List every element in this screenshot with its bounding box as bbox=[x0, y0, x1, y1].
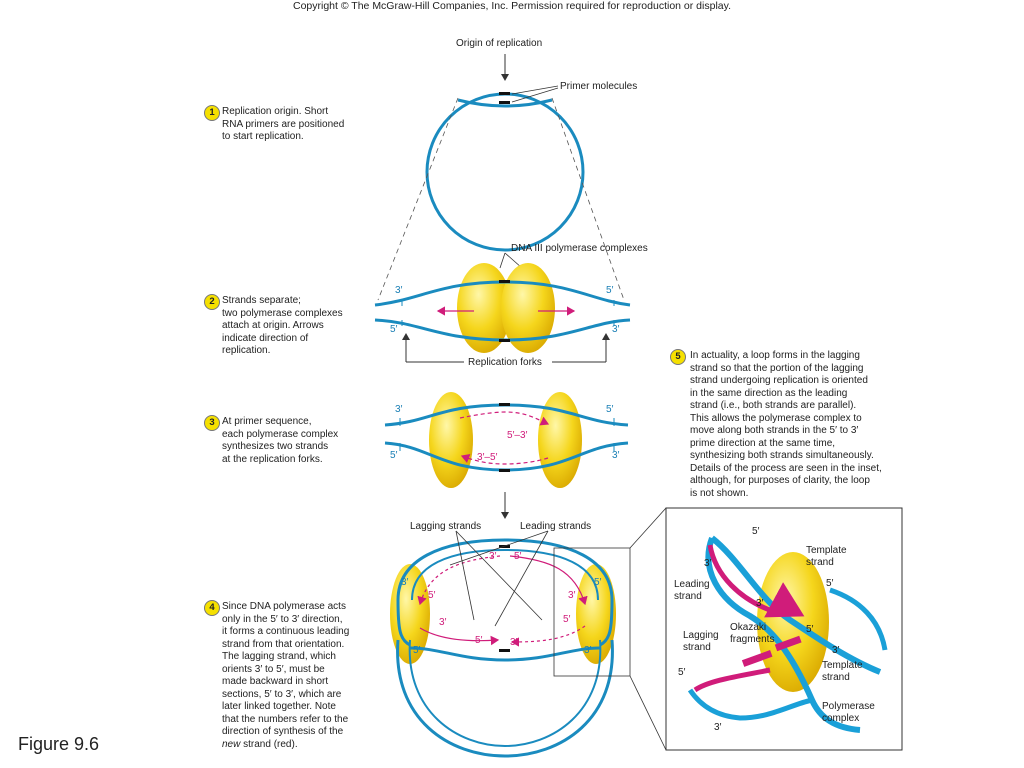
p4-5-mid: 5′ bbox=[475, 635, 483, 646]
p4-3-left: 3′ bbox=[401, 577, 409, 588]
primer-bottom bbox=[499, 101, 510, 104]
end-3-bottom-right-3: 3′ bbox=[612, 450, 620, 461]
dna3-label: DNA III polymerase complexes bbox=[511, 243, 648, 254]
step-1-badge: 1 bbox=[204, 105, 220, 121]
inset-3-right: 3′ bbox=[832, 645, 840, 656]
polymerase-complex-left bbox=[457, 263, 511, 353]
p4-5-right-low: 5′ bbox=[563, 614, 571, 625]
primer-bottom-2 bbox=[499, 339, 510, 342]
outer-top-strand-4 bbox=[396, 538, 614, 601]
origin-bubble-strand bbox=[457, 98, 553, 108]
figure-label: Figure 9.6 bbox=[18, 734, 100, 754]
zoom-line-right bbox=[551, 97, 625, 301]
inset-lagging-new bbox=[693, 667, 771, 693]
lagging-new-left bbox=[417, 555, 501, 606]
primer-bottom-4 bbox=[499, 649, 510, 652]
leading-strands-label: Leading strands bbox=[520, 521, 592, 532]
p4-3-bottom-right: 3′ bbox=[584, 645, 592, 656]
end-5-top-right-3: 5′ bbox=[606, 404, 614, 415]
inset-leading-label: Leading strand bbox=[674, 579, 710, 602]
zoom-line-left bbox=[377, 97, 459, 301]
okazaki-fragment-2 bbox=[774, 635, 802, 652]
inset-synthesis-arrow bbox=[764, 582, 805, 618]
okazaki-fragment-1 bbox=[741, 650, 773, 667]
primer-leader-1 bbox=[511, 85, 559, 95]
p4-3-left-low: 3′ bbox=[439, 617, 447, 628]
end-5-bottom-left-3: 5′ bbox=[390, 450, 398, 461]
primer-top-3 bbox=[499, 403, 510, 406]
dna3-leader-1 bbox=[499, 252, 506, 269]
primer-top bbox=[499, 92, 510, 95]
step-5-badge: 5 bbox=[670, 349, 686, 365]
end-5-top-right-2: 5′ bbox=[606, 285, 614, 296]
primer-leader-2 bbox=[511, 87, 559, 103]
panel-2-separation bbox=[374, 252, 631, 363]
p4-3-right-new: 3′ bbox=[568, 590, 576, 601]
copyright-notice: Copyright © The McGraw-Hill Companies, I… bbox=[292, 0, 732, 12]
new-strand-top-3 bbox=[459, 411, 550, 426]
inset-template-top-label: Template strand bbox=[806, 545, 847, 568]
new-strand-bottom-3 bbox=[460, 454, 549, 465]
outer-bottom-strand-4 bbox=[396, 639, 614, 758]
top-strand-3 bbox=[384, 403, 629, 427]
end-3-top-left-3: 3′ bbox=[395, 404, 403, 415]
inset-template-bottom-label: Template strand bbox=[822, 660, 863, 683]
new-5-3-label: 5′–3′ bbox=[507, 430, 528, 441]
inset-5-right: 5′ bbox=[826, 578, 834, 589]
p4-5-top: 5′ bbox=[514, 551, 522, 562]
replication-forks-label: Replication forks bbox=[466, 357, 544, 368]
primer-molecules-label: Primer molecules bbox=[560, 81, 638, 92]
inner-top-strand-4 bbox=[411, 548, 599, 601]
inset-3-top: 3′ bbox=[704, 558, 712, 569]
leading-new-right bbox=[509, 555, 588, 606]
p4-5-bottom-left: 5′ bbox=[413, 645, 421, 656]
middle-strand-4 bbox=[409, 646, 601, 662]
step-5-text: In actuality, a loop forms in the laggin… bbox=[690, 350, 882, 499]
p4-5-right: 5′ bbox=[594, 577, 602, 588]
leading-new-left bbox=[419, 627, 500, 646]
end-3-bottom-right-2: 3′ bbox=[612, 324, 620, 335]
step-2-badge: 2 bbox=[204, 294, 220, 310]
panel-4-circle bbox=[390, 507, 667, 758]
new-3-5-label: 3′–5′ bbox=[477, 452, 498, 463]
step-2-text: Strands separate; two polymerase complex… bbox=[222, 295, 343, 356]
panel-3-synthesis bbox=[384, 392, 629, 519]
step-4-text: Since DNA polymerase acts only in the 5′… bbox=[222, 601, 350, 750]
lagging-new-right bbox=[510, 625, 586, 647]
step-1-text: Replication origin. Short RNA primers ar… bbox=[222, 106, 345, 142]
end-3-top-left-2: 3′ bbox=[395, 285, 403, 296]
inner-bottom-strand-4 bbox=[408, 639, 602, 748]
step-3-badge: 3 bbox=[204, 415, 220, 431]
inset-lagging-label: Lagging strand bbox=[683, 630, 719, 653]
end-5-bottom-left-2: 5′ bbox=[390, 324, 398, 335]
inset-source-box bbox=[553, 547, 631, 677]
p4-5-left-new: 5′ bbox=[428, 590, 436, 601]
inset-helix-2 bbox=[705, 536, 861, 733]
inset-5-bottom: 5′ bbox=[678, 667, 686, 678]
inset-3-bottom: 3′ bbox=[714, 722, 722, 733]
inset-helix-1 bbox=[710, 535, 882, 675]
panel-1-plasmid bbox=[377, 54, 625, 301]
inset-detail bbox=[665, 507, 903, 751]
inset-polymerase-label: Polymerase complex bbox=[822, 701, 875, 724]
lagging-strands-label: Lagging strands bbox=[410, 521, 482, 532]
primer-bottom-3 bbox=[499, 469, 510, 472]
step-4-badge: 4 bbox=[204, 600, 220, 616]
bottom-strand-3 bbox=[384, 441, 629, 472]
inset-5-mid: 5′ bbox=[806, 624, 814, 635]
p4-3-top: 3′ bbox=[489, 551, 497, 562]
step-3-text: At primer sequence, each polymerase comp… bbox=[222, 416, 339, 465]
primer-top-2 bbox=[499, 280, 510, 283]
origin-label: Origin of replication bbox=[456, 38, 543, 49]
p4-3-mid: 3′ bbox=[510, 637, 518, 648]
inset-5-top: 5′ bbox=[752, 526, 760, 537]
inset-okazaki-label: Okazaki fragments bbox=[730, 622, 775, 645]
inset-3-mid: 3′ bbox=[756, 598, 764, 609]
